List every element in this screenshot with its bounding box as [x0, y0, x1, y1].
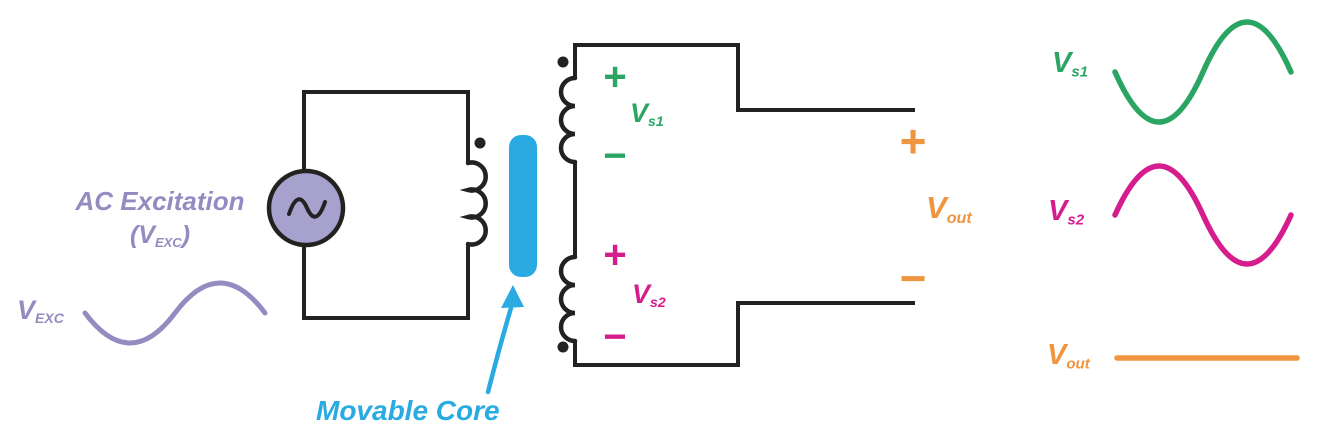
vs1-waveform [1112, 19, 1294, 125]
vs2-waveform-label-sub: s2 [1067, 211, 1085, 229]
vout-circuit-label-main: V [926, 190, 947, 225]
secondary-coil-top [558, 75, 578, 165]
ac-excitation-subtitle: (VEXC) [50, 222, 270, 250]
vout-circuit-label: Vout [926, 190, 972, 227]
vs2-waveform [1112, 163, 1294, 267]
movable-core-label: Movable Core [316, 396, 500, 425]
vexc-paren-sub: EXC [154, 234, 182, 250]
vexc-paren-pre: (V [129, 221, 155, 249]
primary-polarity-dot [474, 137, 486, 149]
vexc-wave-label: VEXC [17, 296, 64, 326]
vs1-circuit-label-main: V [630, 98, 649, 128]
secondary-top-wire [573, 43, 915, 112]
vout-waveform-label-main: V [1047, 339, 1067, 371]
movable-core-label-text: Movable Core [316, 395, 500, 426]
vs1-plus-sign: + [603, 55, 627, 99]
vs1-waveform-label: Vs1 [1052, 48, 1088, 80]
sine-wave-icon [287, 197, 327, 219]
vs1-circuit-label: Vs1 [630, 99, 664, 129]
vexc-wave-label-sub: EXC [35, 310, 64, 327]
core-arrow-shaft [485, 305, 514, 395]
primary-loop-wire-bottom [302, 244, 470, 320]
vexc-wave-label-main: V [17, 295, 36, 325]
vout-plus-sign: + [899, 115, 927, 167]
secondary-bottom-wire [573, 301, 915, 367]
ac-excitation-title: AC Excitation [50, 186, 270, 216]
vs2-circuit-label: Vs2 [632, 280, 666, 310]
secondary-bottom-polarity-dot [557, 341, 569, 353]
vs1-waveform-label-sub: s1 [1071, 63, 1089, 81]
movable-core-shape [509, 135, 537, 277]
vexc-waveform [82, 280, 268, 346]
vout-minus-sign: − [899, 252, 927, 304]
vout-circuit-label-sub: out [946, 208, 972, 227]
vs2-minus-sign: − [603, 315, 627, 359]
vs1-minus-sign: − [603, 134, 627, 178]
vout-waveform-label: Vout [1047, 340, 1090, 372]
vs1-waveform-label-main: V [1052, 47, 1072, 79]
vout-waveform-label-sub: out [1066, 355, 1090, 373]
core-arrow-head-icon [501, 285, 524, 308]
primary-loop-wire-top [302, 90, 470, 170]
secondary-top-polarity-dot [557, 56, 569, 68]
vs2-circuit-label-sub: s2 [650, 294, 666, 311]
vexc-paren-post: ) [181, 221, 191, 249]
vs2-plus-sign: + [603, 233, 627, 277]
vs1-circuit-label-sub: s1 [648, 113, 664, 130]
ac-excitation-title-text: AC Excitation [75, 186, 245, 216]
vs2-waveform-label: Vs2 [1048, 196, 1084, 228]
vs2-waveform-label-main: V [1048, 195, 1068, 227]
vs2-circuit-label-main: V [632, 279, 651, 309]
primary-coil [459, 160, 488, 247]
secondary-coil-bottom [558, 254, 578, 344]
